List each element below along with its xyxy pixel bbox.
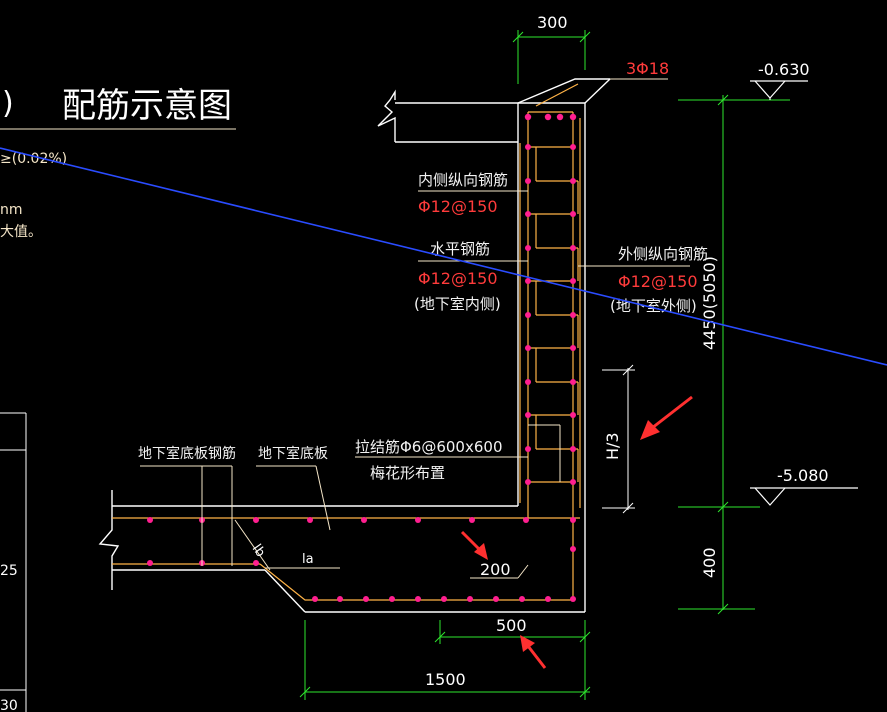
page-title: 配筋示意图 bbox=[62, 86, 232, 126]
dim-wall-height: 4450(5050) bbox=[700, 256, 719, 350]
note-ratio: ≥(0.02%) bbox=[0, 151, 67, 167]
left-number-25: 25 bbox=[0, 563, 18, 579]
dimension-lines bbox=[299, 30, 790, 700]
structure-outline bbox=[98, 78, 611, 613]
left-number-30: 30 bbox=[0, 698, 18, 712]
arrow-icon bbox=[520, 635, 547, 669]
left-table-fragment bbox=[0, 412, 27, 712]
arrow-icon bbox=[460, 530, 488, 560]
label-slab-rebar: 地下室底板钢筋 bbox=[138, 445, 236, 462]
elevation-markers bbox=[750, 80, 858, 506]
lb-leader bbox=[234, 519, 271, 571]
label-leaders bbox=[140, 190, 690, 566]
note-nm: nm bbox=[0, 202, 23, 218]
dim-footing-thickness: 400 bbox=[700, 547, 719, 578]
label-horizontal-spec: Φ12@150 bbox=[418, 269, 498, 288]
label-la: la bbox=[302, 552, 314, 567]
label-slab: 地下室底板 bbox=[258, 445, 328, 462]
elevation-top: -0.630 bbox=[758, 60, 810, 79]
elevation-bottom: -5.080 bbox=[777, 466, 829, 485]
arrow-icon bbox=[640, 395, 693, 440]
red-arrows bbox=[460, 395, 693, 669]
label-inner-vertical: 内侧纵向钢筋 bbox=[418, 171, 508, 189]
label-outer-vertical-spec: Φ12@150 bbox=[618, 272, 698, 291]
blue-reference-line bbox=[0, 147, 887, 366]
label-tie-bars: 拉结筋Φ6@600x600 bbox=[355, 438, 503, 456]
rebar-dots bbox=[147, 113, 577, 602]
label-outer-vertical-note: (地下室外侧) bbox=[610, 297, 697, 315]
label-outer-vertical: 外侧纵向钢筋 bbox=[618, 245, 708, 263]
cover-leader-tick bbox=[517, 564, 529, 579]
label-horizontal: 水平钢筋 bbox=[430, 240, 490, 258]
dim-wall-top-width: 300 bbox=[537, 13, 568, 32]
dim-h3: H/3 bbox=[603, 432, 622, 460]
title-prefix: ) bbox=[2, 86, 14, 121]
rebar-lines bbox=[112, 83, 581, 601]
label-tie-layout: 梅花形布置 bbox=[370, 464, 445, 482]
label-horizontal-note: (地下室内侧) bbox=[414, 295, 501, 313]
dim-base-width: 1500 bbox=[425, 670, 466, 689]
dim-cover: 200 bbox=[480, 560, 511, 579]
label-top-bars: 3Φ18 bbox=[626, 59, 669, 78]
label-inner-vertical-spec: Φ12@150 bbox=[418, 197, 498, 216]
h3-dimension bbox=[602, 364, 635, 514]
note-max: 大值。 bbox=[0, 224, 42, 240]
dim-toe-width: 500 bbox=[496, 616, 527, 635]
